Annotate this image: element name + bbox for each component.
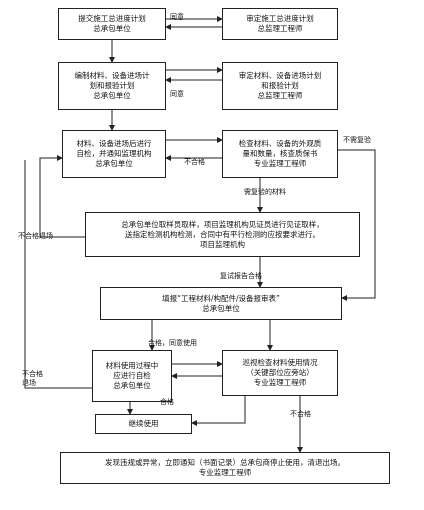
box-line: 专业监理工程师 (253, 378, 307, 387)
box-line: 总承包单位 (93, 91, 131, 100)
violation-stop-box: 发现违规或异常，立即通知（书面记录）总承包商停止使用，清退出场。 专业监理工程师 (60, 452, 390, 484)
approve-schedule-box: 审定施工总进度计划 总监理工程师 (222, 8, 338, 40)
box-line: 送指定检测机构检测，合同中有平行检测的应按要求进行。 (125, 229, 320, 239)
edge-label-pass: 合格 (160, 398, 174, 406)
box-line: 总承包单位 (202, 303, 240, 313)
submit-schedule-box: 提交施工总进度计划 总承包单位 (58, 8, 166, 40)
box-line: 巡视检查材料使用情况 (242, 358, 318, 367)
box-line: 自检，并通知监理机构 (76, 149, 152, 158)
box-line: 填报“工程材料/构配件/设备报审表” (162, 293, 280, 303)
box-line: 继续使用 (128, 419, 159, 428)
continue-use-box: 继续使用 (95, 414, 192, 434)
patrol-inspection-box: 巡视检查材料使用情况 （关键部位应旁站） 专业监理工程师 (222, 350, 338, 396)
box-line: 总监理工程师 (257, 24, 303, 33)
self-inspection-box: 材料、设备进场后进行 自检，并通知监理机构 总承包单位 (62, 130, 166, 178)
box-line: 编制材料、设备进场计 (74, 71, 150, 80)
box-line: 材料、设备进场后进行 (76, 139, 152, 148)
box-line: 总承包单位 (113, 381, 151, 390)
usage-self-check-box: 材料使用过程中 应进行自检 总承包单位 (92, 350, 172, 402)
box-line: （关键部位应旁站） (246, 368, 314, 377)
box-line: 总承包单位 (95, 159, 133, 168)
edge-label-pass-agree: 合格，同意使用 (148, 339, 197, 347)
box-line: 划和报验计划 (89, 81, 135, 90)
inspect-appearance-box: 检查材料、设备的外观质 量和数量，核查质保书 专业监理工程师 (222, 130, 338, 178)
edge-label-unqualified: 不合格 (290, 410, 311, 418)
box-line: 发现违规或异常，立即通知（书面记录）总承包商停止使用，清退出场。 (105, 458, 345, 467)
edge-label-unqualified-exit2: 不合格 退场 (22, 370, 43, 387)
edge-label-unqualified-exit: 不合格退场 (18, 232, 53, 240)
box-line: 检查材料、设备的外观质 (238, 139, 322, 148)
box-line: 项目监理机构 (200, 239, 245, 249)
prepare-material-plan-box: 编制材料、设备进场计 划和报验计划 总承包单位 (58, 62, 166, 110)
submit-approval-form-box: 填报“工程材料/构配件/设备报审表” 总承包单位 (100, 287, 342, 320)
edge-label-unqualified: 不合格 (184, 158, 205, 166)
box-line: 审定施工总进度计划 (246, 14, 314, 23)
approve-material-plan-box: 审定材料、设备进场计划 和报验计划 总监理工程师 (222, 62, 338, 110)
edge-label-approve: 同意 (170, 90, 184, 98)
edge-label-retest-pass: 复试报告合格 (220, 272, 262, 280)
box-line: 提交施工总进度计划 (78, 14, 146, 23)
sampling-testing-box: 总承包单位取样员取样，项目监理机构见证员进行见证取样， 送指定检测机构检测，合同… (85, 212, 360, 257)
box-line: 审定材料、设备进场计划 (238, 71, 322, 80)
box-line: 和报验计划 (261, 81, 299, 90)
box-line: 材料使用过程中 (105, 361, 159, 370)
box-line: 总承包单位取样员取样，项目监理机构见证员进行见证取样， (121, 219, 324, 229)
box-line: 专业监理工程师 (198, 468, 252, 477)
box-line: 应进行自检 (113, 371, 151, 380)
edge-label-no-retest: 不需复验 (343, 136, 371, 144)
box-line: 总承包单位 (93, 24, 131, 33)
edge-label-approve: 同意 (170, 13, 184, 21)
box-line: 总监理工程师 (257, 91, 303, 100)
box-line: 量和数量，核查质保书 (242, 149, 318, 158)
box-line: 专业监理工程师 (253, 159, 307, 168)
edge-label-need-retest: 需复验的材料 (244, 188, 286, 196)
